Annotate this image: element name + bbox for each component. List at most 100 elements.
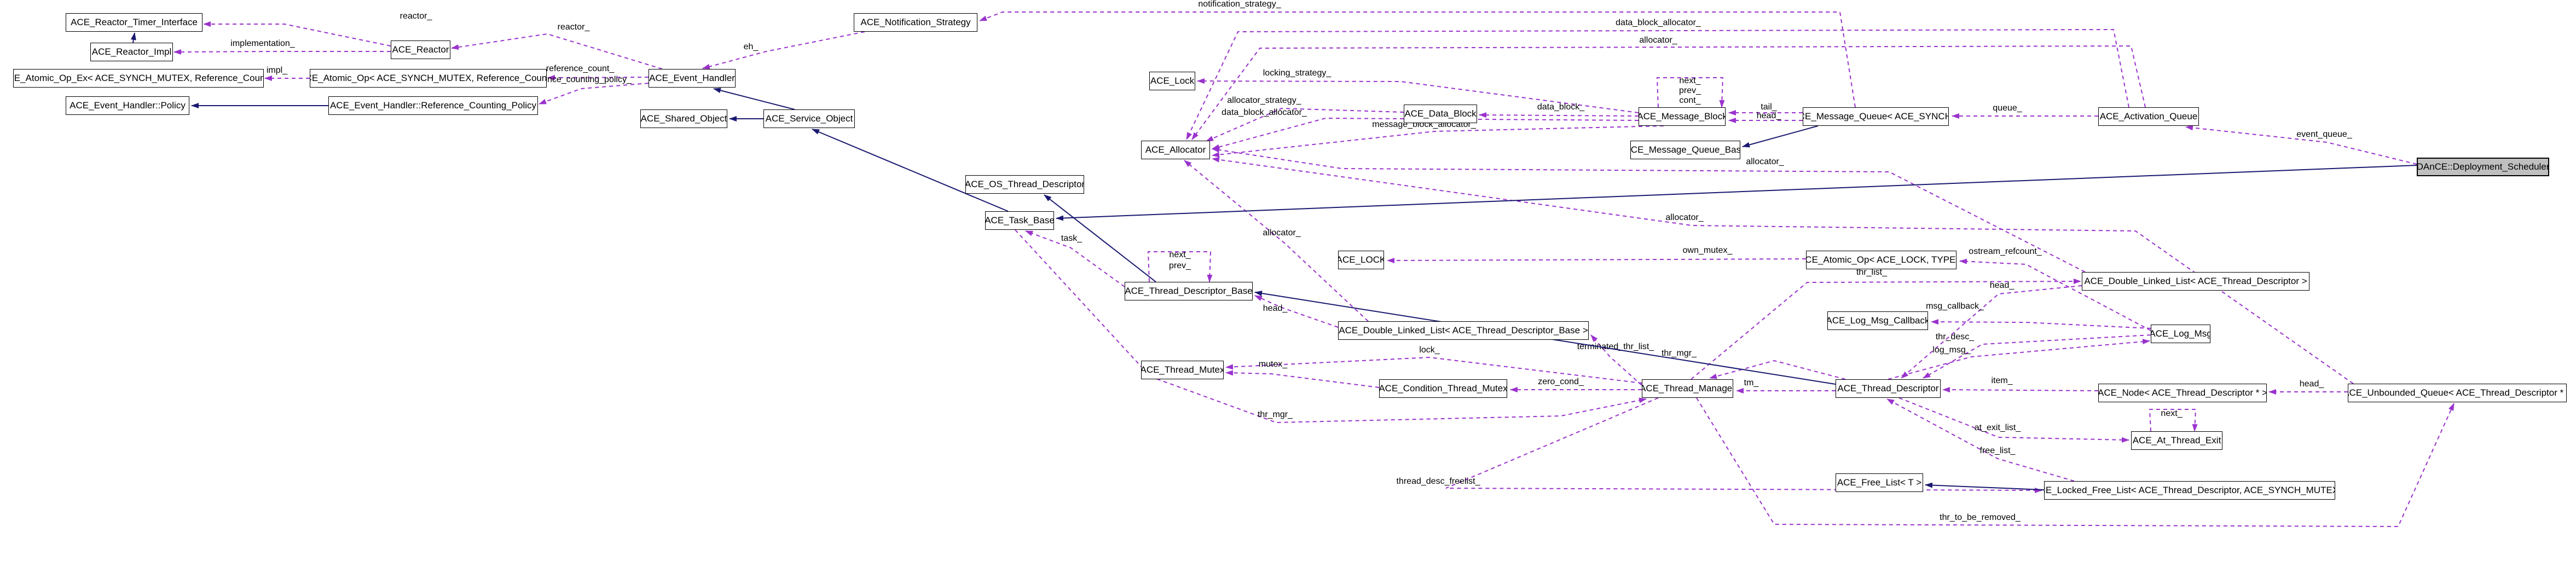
edge-label-locking-strategy: locking_strategy_ — [1263, 68, 1332, 78]
edge-label-item: item_ — [1991, 376, 2013, 385]
class-node-deployment-scheduler: DAnCE::Deployment_Scheduler — [2417, 158, 2549, 176]
edge-label-thread-desc-freelist: thread_desc_freelist_ — [1397, 477, 1481, 486]
edge-label-head-mq: head_ — [1757, 111, 1782, 120]
edge-label-task: task_ — [1061, 234, 1083, 243]
edge-label-lock: lock_ — [1419, 345, 1440, 355]
edge-label-zero-cond: zero_cond_ — [1538, 377, 1584, 386]
edge-label-ostream-refcount: ostream_refcount_ — [1969, 247, 2042, 256]
class-node-thread-manager[interactable]: ACE_Thread_Manager — [1642, 379, 1733, 398]
inheritance-edge-inherit-dance-task — [1056, 165, 2417, 221]
usage-edge-locking-strategy — [1197, 78, 1639, 113]
edge-label-mb-data-block-allocator: data_block_allocator_ — [1222, 108, 1307, 117]
usage-edge-tdb-self — [1147, 251, 1213, 282]
class-node-thread-descriptor[interactable]: ACE_Thread_Descriptor — [1836, 379, 1941, 398]
class-node-event-handler-policy[interactable]: ACE_Event_Handler::Policy — [66, 96, 189, 115]
class-node-activation-queue[interactable]: ACE_Activation_Queue — [2098, 107, 2199, 126]
class-node-os-thread-descriptor[interactable]: ACE_OS_Thread_Descriptor — [965, 175, 1084, 194]
usage-edge-allocator-uq — [1212, 157, 2354, 384]
edge-label-head-dll-tdb: head_ — [1263, 304, 1288, 313]
class-node-atomic-op-ex[interactable]: ACE_Atomic_Op_Ex< ACE_SYNCH_MUTEX, Refer… — [13, 69, 264, 88]
usage-edge-notification-strategy — [979, 11, 1856, 108]
class-node-lock[interactable]: ACE_Lock — [1149, 72, 1195, 90]
edge-label-allocator-uq: allocator_ — [1665, 213, 1704, 222]
usage-edge-allocator-strategy — [1206, 107, 1404, 142]
usage-edge-message-block-allocator — [1212, 125, 1664, 158]
edge-label-ate-self: next_ — [2161, 409, 2183, 418]
class-node-data-block[interactable]: ACE_Data_Block — [1404, 105, 1477, 123]
edge-label-tdb-self: next_ — [1169, 250, 1191, 259]
edge-label-tail: tail_ — [1761, 102, 1777, 112]
class-node-unbounded-queue[interactable]: ACE_Unbounded_Queue< ACE_Thread_Descript… — [2348, 384, 2567, 402]
edge-label-notification-strategy: notification_strategy_ — [1198, 0, 1281, 9]
class-node-reference-counting-policy[interactable]: ACE_Event_Handler::Reference_Counting_Po… — [328, 96, 538, 115]
edge-label-allocator-dll-td: allocator_ — [1746, 157, 1784, 166]
edge-label-thr-mgr-task: thr_mgr_ — [1258, 410, 1293, 419]
edge-label-mb-self: cont_ — [1679, 96, 1701, 105]
edge-label-tdb-self: prev_ — [1169, 261, 1191, 270]
inheritance-edge-inherit-lfl-fl — [1925, 482, 2045, 490]
usage-edge-reactor-static — [203, 21, 391, 47]
usage-edge-mb-data-block-allocator — [1212, 117, 1639, 150]
edge-label-at-exit-list: at_exit_list_ — [1975, 423, 2022, 432]
class-node-event-handler[interactable]: ACE_Event_Handler — [649, 69, 736, 88]
edge-label-mb-self: next_ — [1679, 76, 1701, 85]
usage-edge-at-exit-list — [1898, 397, 2129, 443]
class-node-thread-descriptor-base[interactable]: ACE_Thread_Descriptor_Base — [1125, 282, 1253, 300]
edge-label-head-dll-td: head_ — [1990, 281, 2015, 290]
edge-label-free-list: free_list_ — [1980, 446, 2016, 455]
class-node-node-thread-descriptor[interactable]: ACE_Node< ACE_Thread_Descriptor * > — [2098, 384, 2267, 402]
class-node-locked-free-list[interactable]: ACE_Locked_Free_List< ACE_Thread_Descrip… — [2044, 481, 2335, 500]
edge-label-thr-to-be-removed: thr_to_be_removed_ — [1940, 513, 2021, 522]
class-node-condition-thread-mutex[interactable]: ACE_Condition_Thread_Mutex — [1379, 379, 1507, 398]
edge-label-queue: queue_ — [1993, 103, 2022, 113]
edge-label-tm: tm_ — [1744, 378, 1759, 387]
class-node-service-object[interactable]: ACE_Service_Object — [763, 109, 855, 128]
class-node-reactor-timer-interface[interactable]: ACE_Reactor_Timer_Interface — [66, 13, 202, 32]
class-node-allocator[interactable]: ACE_Allocator — [1141, 141, 1210, 159]
usage-edge-lock — [1225, 356, 1642, 384]
usage-edge-log-msg — [1888, 339, 2150, 380]
edge-label-impl: impl_ — [267, 66, 288, 75]
edge-label-data-block: data_block_ — [1537, 102, 1585, 112]
edge-label-own-mutex: own_mutex_ — [1683, 246, 1733, 255]
class-node-ace-lock-param[interactable]: ACE_LOCK — [1338, 251, 1384, 269]
edge-label-eh: eh_ — [744, 42, 759, 51]
usage-edge-mutex — [1225, 370, 1380, 388]
class-node-task-base[interactable]: ACE_Task_Base — [985, 211, 1054, 230]
usage-edge-eh — [702, 31, 865, 70]
edge-label-terminated-thr-list: terminated_thr_list_ — [1577, 342, 1655, 351]
usage-edge-implementation — [173, 49, 391, 55]
class-node-dll-thread-descriptor[interactable]: ACE_Double_Linked_List< ACE_Thread_Descr… — [2082, 272, 2309, 291]
class-node-reactor[interactable]: ACE_Reactor — [391, 40, 450, 59]
usage-edge-allocator-dll-td — [1212, 147, 2086, 273]
usage-edge-data-block — [1479, 112, 1639, 118]
class-node-atomic-op[interactable]: ACE_Atomic_Op< ACE_SYNCH_MUTEX, Referenc… — [310, 69, 547, 88]
edge-label-aq-data-block-allocator: data_block_allocator_ — [1616, 18, 1701, 27]
edge-label-reactor-static: reactor_ — [400, 11, 433, 21]
class-node-shared-object[interactable]: ACE_Shared_Object — [640, 109, 727, 128]
class-node-message-queue[interactable]: ACE_Message_Queue< ACE_SYNCH > — [1803, 107, 1949, 126]
class-node-log-msg-callback[interactable]: ACE_Log_Msg_Callback — [1827, 311, 1928, 330]
class-node-log-msg[interactable]: ACE_Log_Msg — [2151, 325, 2210, 343]
class-node-dll-thread-descriptor-base[interactable]: ACE_Double_Linked_List< ACE_Thread_Descr… — [1338, 321, 1589, 340]
edge-label-reference-counting-policy: reference_counting_policy_ — [524, 75, 632, 84]
usage-edge-thr-to-be-removed — [1696, 397, 2455, 528]
usage-edge-ostream-refcount — [1959, 258, 2151, 331]
edge-label-allocator-dll-tdb: allocator_ — [1263, 228, 1301, 238]
edge-label-implementation: implementation_ — [230, 39, 296, 48]
class-node-atomic-op-lock-type[interactable]: ACE_Atomic_Op< ACE_LOCK, TYPE > — [1806, 251, 1956, 269]
edge-label-thr-desc: thr_desc_ — [1936, 332, 1975, 342]
class-node-message-queue-base[interactable]: ACE_Message_Queue_Base — [1630, 141, 1740, 159]
edge-label-thr-mgr-td: thr_mgr_ — [1662, 349, 1697, 358]
class-node-thread-mutex[interactable]: ACE_Thread_Mutex — [1141, 361, 1224, 379]
usage-edge-head-dll-tdb — [1254, 295, 1339, 328]
class-node-notification-strategy[interactable]: ACE_Notification_Strategy — [854, 13, 977, 32]
class-node-message-block[interactable]: ACE_Message_Block — [1639, 107, 1726, 126]
edge-label-aq-allocator: allocator_ — [1639, 36, 1677, 45]
class-node-free-list[interactable]: ACE_Free_List< T > — [1836, 473, 1923, 492]
inheritance-edge-inherit-mq-mqb — [1742, 125, 1819, 148]
class-node-reactor-impl[interactable]: ACE_Reactor_Impl — [90, 43, 173, 61]
edge-label-msg-callback: msg_callback_ — [1926, 302, 1984, 311]
class-node-at-thread-exit[interactable]: ACE_At_Thread_Exit — [2131, 431, 2222, 450]
